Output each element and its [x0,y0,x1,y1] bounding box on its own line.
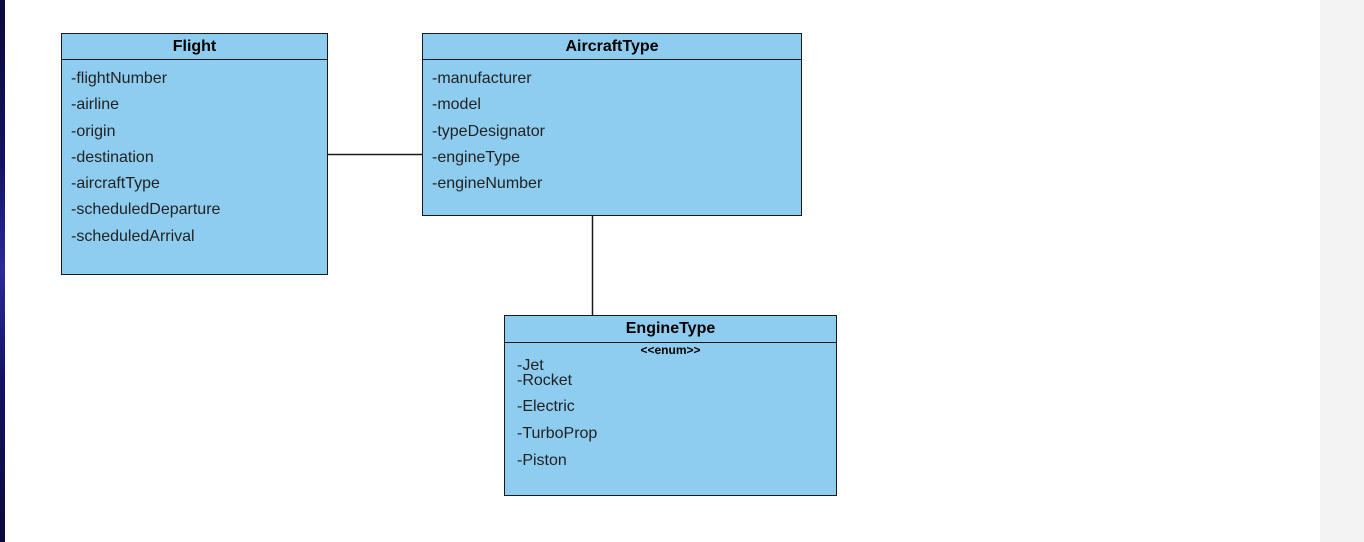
attribute: -engineNumber [432,175,543,193]
attribute-list: -manufacturer -model -typeDesignator -en… [423,60,801,197]
enum-literal: -Electric [517,398,575,415]
class-aircrafttype[interactable]: AircraftType -manufacturer -model -typeD… [422,33,802,216]
class-title: Flight [62,34,327,60]
attribute: -scheduledDeparture [71,201,221,219]
attribute: -manufacturer [432,70,532,87]
attribute: -aircraftType [71,175,160,193]
class-flight[interactable]: Flight -flightNumber -airline -origin -d… [61,33,328,275]
attribute: -model [432,96,481,114]
attribute: -origin [71,122,116,140]
attribute: -typeDesignator [432,122,545,140]
scrollbar-track[interactable] [1320,0,1364,542]
class-title: EngineType [505,316,836,343]
attribute: -flightNumber [71,70,168,87]
window-left-edge [0,0,5,542]
enum-literal: -Rocket [517,372,573,389]
stereotype-label: <<enum>> [640,343,701,357]
attribute: -scheduledArrival [71,227,195,245]
attribute: -airline [71,96,120,114]
enum-literal-list: -Jet -Rocket -Electric -TurboProp -Pisto… [505,357,836,474]
class-title: AircraftType [423,34,801,60]
class-enginetype[interactable]: EngineType <<enum>> -Jet -Rocket -Electr… [504,315,837,496]
enum-literal: -TurboProp [517,425,598,442]
attribute: -destination [71,148,154,166]
enum-literal: -Piston [517,452,567,469]
attribute-list: -flightNumber -airline -origin -destinat… [62,60,327,250]
attribute: -engineType [432,148,521,166]
enum-literal: -Jet [517,357,544,374]
